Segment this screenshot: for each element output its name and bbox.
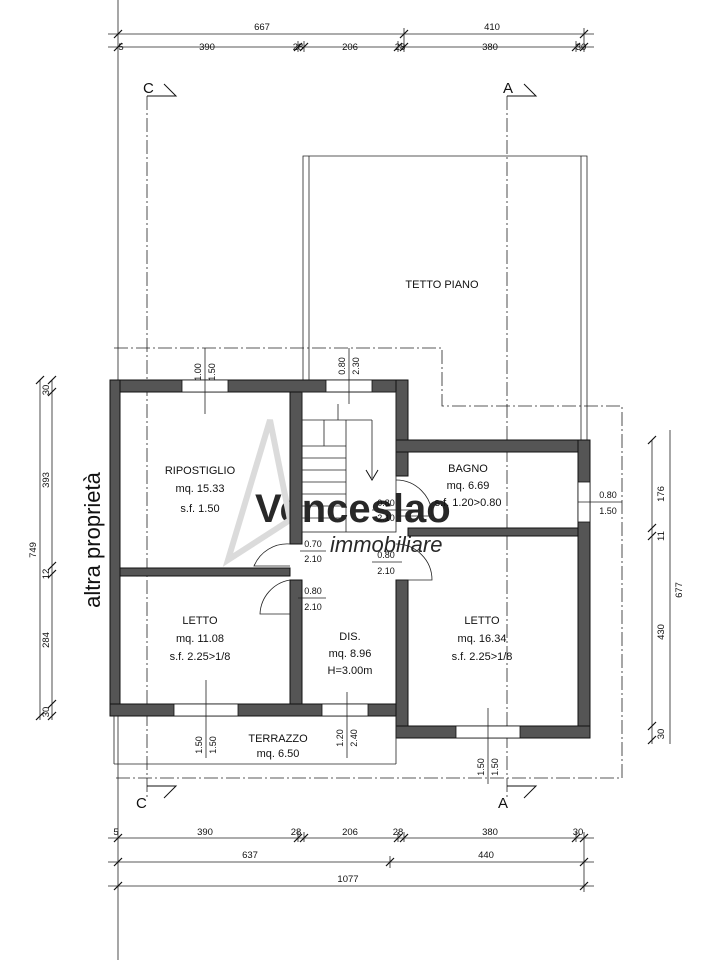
top-dimension-lines: 667 410 5 390 28 206 28 380 30	[108, 0, 594, 960]
bedroom-right-door-width: 0.80	[377, 550, 395, 560]
dim-top-seg-6: 380	[482, 42, 498, 53]
bedroom-left-window-height: 1.50	[208, 736, 218, 754]
hall-window-height: 2.40	[349, 729, 359, 747]
side-label: altra proprietà	[80, 471, 105, 608]
storage-window-width: 1.00	[193, 363, 203, 381]
dim-bottom-total-2: 440	[478, 850, 494, 861]
dim-top-seg-4: 206	[342, 42, 358, 53]
dim-top-seg-2: 390	[199, 42, 215, 53]
watermark-mark	[222, 419, 294, 567]
terrace-area: mq. 6.50	[257, 748, 300, 760]
storage-door-height: 2.10	[304, 554, 322, 564]
bedroom-left-window-width: 1.50	[194, 736, 204, 754]
doors	[253, 479, 433, 615]
section-marker-c-bottom: C	[136, 795, 147, 812]
dim-right-seg-2: 11	[656, 531, 667, 541]
dim-bottom-seg-4: 206	[342, 827, 358, 838]
dim-bottom-seg-6: 380	[482, 827, 498, 838]
dim-left-seg-2: 393	[41, 472, 52, 488]
storage-door-width: 0.70	[304, 539, 322, 549]
dim-left-seg-1: 30	[41, 385, 52, 396]
dim-left-seg-5: 30	[41, 707, 52, 718]
bedroom-left-area: mq. 11.08	[176, 633, 224, 645]
dim-right-seg-3: 430	[656, 624, 667, 640]
bath-window: s.f. 1.20>0.80	[435, 497, 502, 509]
bath-door-height: 2.10	[377, 513, 395, 523]
hall-label: DIS.	[339, 631, 360, 643]
stair-window-height: 2.30	[351, 357, 361, 375]
dim-top-seg-7: 30	[576, 42, 587, 53]
dim-left-seg-4: 284	[41, 632, 52, 648]
bedroom-right-area: mq. 16.34	[458, 633, 507, 645]
right-dimension-lines: 176 11 430 30 677	[647, 430, 685, 745]
bottom-dimension-lines: 5 390 28 206 28 380 30 637 440 1077	[108, 827, 594, 892]
storage-window: s.f. 1.50	[180, 503, 219, 515]
dim-right-seg-4: 30	[656, 729, 667, 740]
dim-bottom-seg-3: 28	[291, 827, 302, 838]
bedroom-right-window-width: 1.50	[476, 758, 486, 776]
room-hall: DIS. mq. 8.96 H=3.00m	[328, 631, 373, 677]
bedroom-right-window-height: 1.50	[490, 758, 500, 776]
bath-label: BAGNO	[448, 463, 488, 475]
bedroom-right-label: LETTO	[464, 615, 500, 627]
bedroom-left-window: s.f. 2.25>1/8	[170, 651, 231, 663]
left-dimension-lines: 749 30 393 12 284 30 altra proprietà	[28, 375, 105, 721]
section-marker-a-top: A	[503, 80, 513, 97]
dim-bottom-total-1: 637	[242, 850, 258, 861]
storage-area: mq. 15.33	[176, 483, 225, 495]
stair-window-width: 0.80	[337, 357, 347, 375]
roof-area: TETTO PIANO	[114, 155, 623, 779]
storage-label: RIPOSTIGLIO	[165, 465, 236, 477]
room-bedroom-left: LETTO mq. 11.08 s.f. 2.25>1/8	[170, 615, 231, 663]
dim-top-seg-5: 28	[395, 42, 406, 53]
terrace-label: TERRAZZO	[248, 733, 308, 745]
dim-top-seg-1: 5	[118, 42, 123, 53]
hall-height: H=3.00m	[328, 665, 373, 677]
dim-top-total-2: 410	[484, 22, 500, 33]
bedroom-right-door-height: 2.10	[377, 566, 395, 576]
bedroom-left-label: LETTO	[182, 615, 218, 627]
dim-bottom-seg-5: 28	[393, 827, 404, 838]
bath-window-width: 0.80	[599, 490, 617, 500]
bedroom-left-door-height: 2.10	[304, 602, 322, 612]
bath-window-height: 1.50	[599, 506, 617, 516]
dim-bottom-seg-7: 30	[573, 827, 584, 838]
roof-label: TETTO PIANO	[405, 279, 479, 291]
dim-left-total: 749	[28, 542, 39, 558]
storage-window-height: 1.50	[207, 363, 217, 381]
bath-door-width: 0.80	[377, 498, 395, 508]
dim-bottom-seg-2: 390	[197, 827, 213, 838]
terrace: TERRAZZO mq. 6.50	[113, 716, 397, 765]
dim-right-total: 677	[674, 582, 685, 598]
room-bath: BAGNO mq. 6.69 s.f. 1.20>0.80	[435, 463, 502, 509]
dim-bottom-overall: 1077	[337, 874, 358, 885]
bath-area: mq. 6.69	[447, 480, 490, 492]
section-marker-a-bottom: A	[498, 795, 508, 812]
hall-area: mq. 8.96	[329, 648, 372, 660]
room-bedroom-right: LETTO mq. 16.34 s.f. 2.25>1/8	[452, 615, 513, 663]
section-marker-c-top: C	[143, 80, 154, 97]
bedroom-left-door-width: 0.80	[304, 586, 322, 596]
dim-top-total-1: 667	[254, 22, 270, 33]
walls	[109, 379, 591, 739]
dim-bottom-seg-1: 5	[113, 827, 118, 838]
bedroom-right-window: s.f. 2.25>1/8	[452, 651, 513, 663]
hall-window-width: 1.20	[335, 729, 345, 747]
room-storage: RIPOSTIGLIO mq. 15.33 s.f. 1.50	[165, 465, 236, 515]
dim-right-seg-1: 176	[656, 486, 667, 502]
opening-labels: 1.00 1.50 0.80 2.30 0.80 2.10 0.70 2.10 …	[193, 348, 622, 784]
dim-top-seg-3: 28	[293, 42, 304, 53]
dim-left-seg-3: 12	[41, 569, 52, 580]
